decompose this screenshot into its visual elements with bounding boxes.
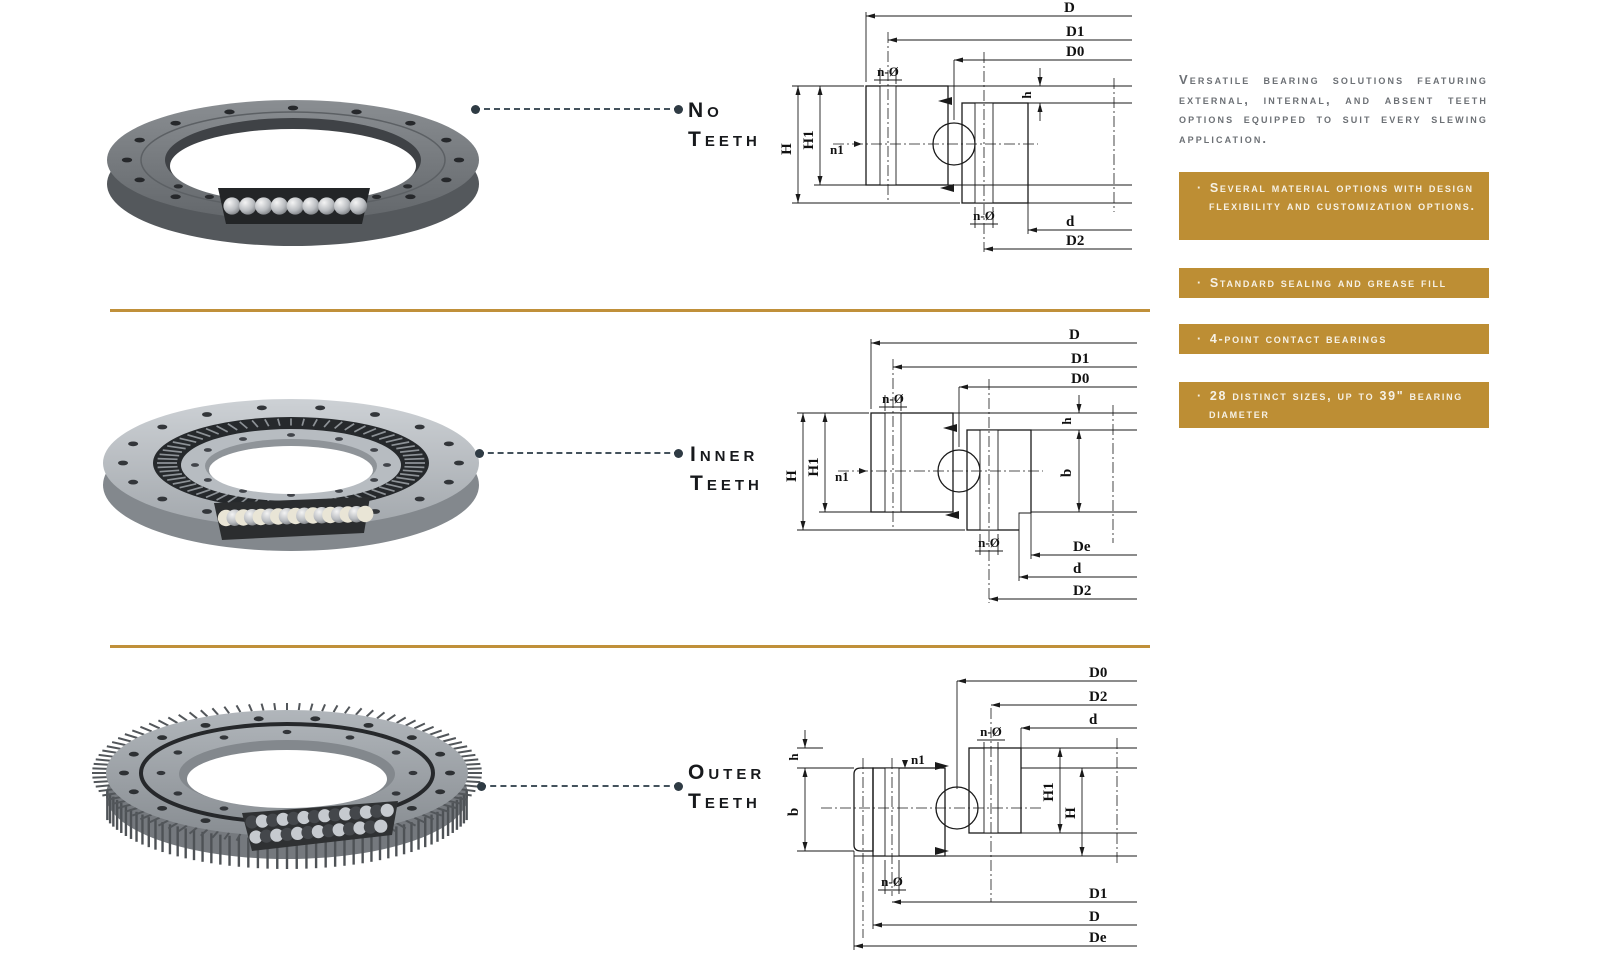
feature-box-sizes: · 28 distinct sizes, up to 39" bearing di… — [1179, 382, 1489, 428]
bullet-marker: · — [1197, 332, 1203, 346]
dim-label-n-holes-top: n-Ø — [877, 64, 899, 79]
dim-label-n1: n1 — [911, 752, 925, 767]
dim-label-D: D — [1069, 329, 1080, 343]
leader-dot — [674, 449, 683, 458]
dim-label-d: d — [1073, 561, 1082, 577]
dim-label-n-holes-top: n-Ø — [980, 724, 1002, 739]
feature-text: Several material options with design fle… — [1209, 181, 1476, 213]
dim-label-h: h — [1059, 417, 1074, 425]
dim-label-d: d — [1066, 214, 1075, 230]
dim-label-H: H — [1063, 807, 1079, 819]
bolt-holes-mid — [156, 729, 418, 817]
bullet-marker: · — [1197, 276, 1203, 290]
bolt-holes-outer — [118, 405, 464, 521]
dim-label-D2: D2 — [1066, 233, 1084, 249]
type-label-line2: Teeth — [688, 128, 761, 151]
dim-label-D0: D0 — [1089, 665, 1107, 681]
type-label-line2: Teeth — [688, 790, 761, 813]
bullet-marker: · — [1197, 181, 1203, 195]
leader-dot — [475, 449, 484, 458]
dim-label-b: b — [786, 808, 802, 816]
dim-label-H: H — [784, 470, 800, 482]
leader-dot — [477, 782, 486, 791]
dim-label-n-holes-bottom: n-Ø — [973, 208, 995, 223]
type-label-inner-teeth: Inner Teeth — [690, 440, 763, 498]
bullet-marker: · — [1197, 389, 1203, 403]
feature-text: 4-point contact bearings — [1209, 332, 1388, 346]
leader-line-no-teeth — [471, 105, 683, 114]
dim-label-n-holes-top: n-Ø — [882, 391, 904, 406]
section-drawing-no-teeth: D D1 D0 n-Ø H H1 h n1 n-Ø d D2 — [779, 2, 1132, 252]
dim-label-H1: H1 — [801, 130, 817, 149]
dim-label-D1: D1 — [1066, 24, 1084, 40]
dim-label-H1: H1 — [806, 457, 822, 476]
feature-box-contact: · 4-point contact bearings — [1179, 324, 1489, 354]
ball-row-2 — [249, 819, 388, 844]
leader-line-outer-teeth — [477, 782, 683, 791]
gold-divider — [110, 645, 1150, 648]
dim-label-H1: H1 — [1041, 782, 1057, 801]
section-drawing-inner-teeth: D D1 D0 n-Ø H H1 h b n1 n-Ø De — [784, 329, 1137, 603]
type-label-line1: Inner — [690, 443, 759, 466]
ball-row — [223, 197, 367, 215]
dim-label-h: h — [786, 753, 801, 761]
ball-row — [217, 505, 374, 527]
dim-label-b: b — [1059, 469, 1075, 477]
section-drawing-outer-teeth: D0 D2 d n-Ø h b n1 H1 H n-Ø D1 D — [786, 665, 1137, 950]
bolt-holes-inner — [191, 433, 391, 497]
leader-dot — [471, 105, 480, 114]
bearing-photo-outer-teeth — [92, 703, 482, 869]
dim-label-De: De — [1089, 930, 1107, 946]
bearing-photo-inner-teeth — [103, 399, 479, 551]
type-label-line1: Outer — [688, 761, 766, 784]
dim-label-De: De — [1073, 539, 1091, 555]
intro-paragraph: Versatile bearing solutions featuring ex… — [1179, 72, 1488, 146]
leader-dot — [674, 782, 683, 791]
ball-row-1 — [245, 803, 394, 829]
dim-label-n-holes-bottom: n-Ø — [881, 874, 903, 889]
dim-label-D: D — [1089, 909, 1100, 925]
dim-label-D0: D0 — [1071, 371, 1089, 387]
type-label-no-teeth: No Teeth — [688, 96, 761, 154]
gold-divider — [110, 309, 1150, 312]
leader-line-inner-teeth — [475, 449, 683, 458]
dim-label-D1: D1 — [1089, 886, 1107, 902]
dim-label-d: d — [1089, 712, 1098, 728]
feature-box-sealing: · Standard sealing and grease fill — [1179, 268, 1489, 298]
dim-label-n1: n1 — [830, 142, 844, 157]
dim-label-n1: n1 — [835, 469, 849, 484]
type-label-line1: No — [688, 99, 723, 122]
feature-text: 28 distinct sizes, up to 39" bearing dia… — [1209, 389, 1463, 421]
dim-label-D: D — [1064, 2, 1075, 16]
dim-label-n-holes-bottom: n-Ø — [978, 535, 1000, 550]
feature-text: Standard sealing and grease fill — [1209, 276, 1447, 290]
bearing-photo-no-teeth — [107, 100, 479, 246]
dim-label-D2: D2 — [1073, 583, 1091, 599]
dim-label-D1: D1 — [1071, 351, 1089, 367]
leader-dot — [674, 105, 683, 114]
dim-label-D2: D2 — [1089, 689, 1107, 705]
type-label-outer-teeth: Outer Teeth — [688, 758, 765, 816]
dim-label-H: H — [779, 143, 795, 155]
feature-box-materials: · Several material options with design fl… — [1179, 172, 1489, 240]
dim-label-D0: D0 — [1066, 44, 1084, 60]
type-label-line2: Teeth — [690, 472, 763, 495]
dim-label-h: h — [1019, 91, 1034, 99]
